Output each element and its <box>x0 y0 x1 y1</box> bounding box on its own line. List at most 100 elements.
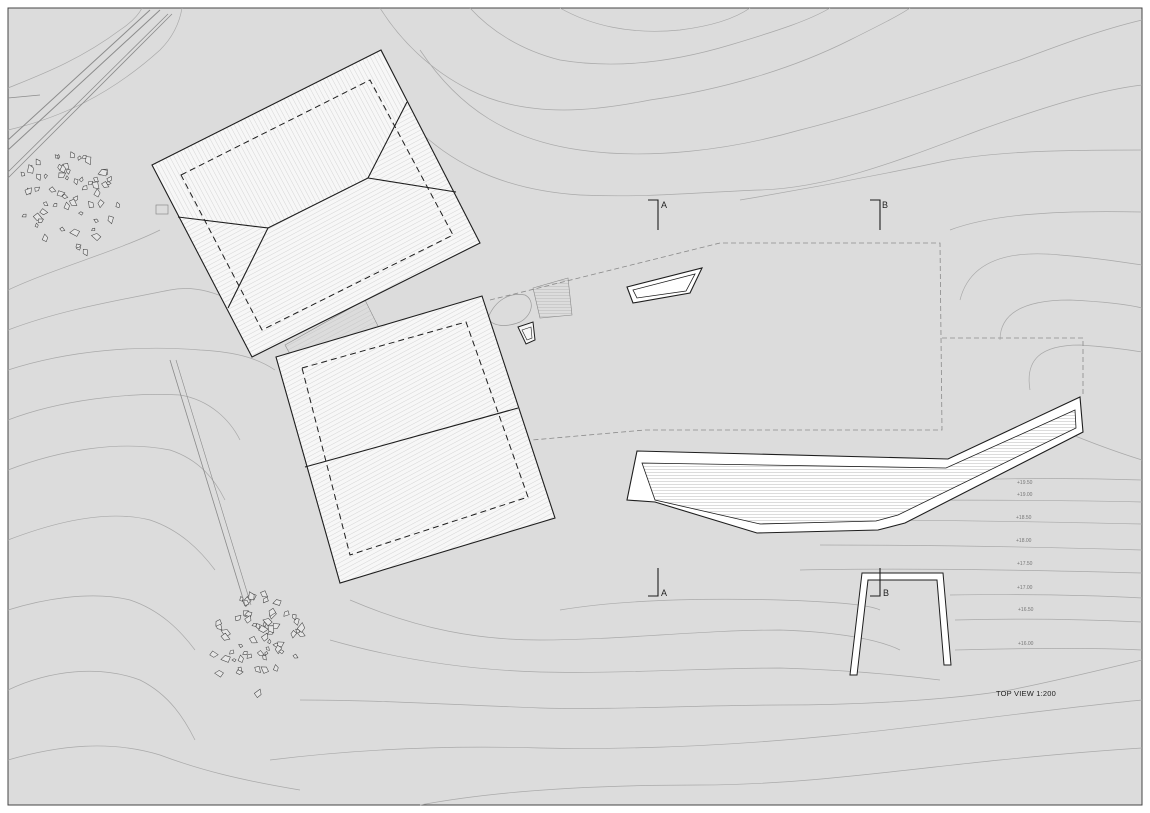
retaining-wall-u <box>849 572 952 676</box>
leaf-mark <box>101 181 110 188</box>
leaf-mark <box>254 666 261 673</box>
leaf-mark <box>268 607 277 617</box>
elevation-label: +19.00 <box>1017 492 1033 498</box>
leaf-mark <box>24 187 32 196</box>
elevation-label: +18.00 <box>1016 538 1032 544</box>
leaf-mark <box>93 176 99 183</box>
leaf-mark <box>21 213 27 218</box>
leaf-mark <box>88 181 94 186</box>
leaf-mark <box>258 625 269 633</box>
footpath <box>169 359 246 606</box>
leaf-mark <box>255 623 261 630</box>
leaf-mark <box>66 168 71 175</box>
outdoor-steps <box>532 277 573 319</box>
leaf-mark <box>264 651 269 656</box>
svg-text:A: A <box>661 588 667 598</box>
small-structure <box>155 204 169 215</box>
leaf-mark <box>65 175 69 181</box>
leaf-mark <box>78 176 84 183</box>
leaf-mark <box>58 172 67 178</box>
svg-text:B: B <box>883 588 889 598</box>
leaf-mark <box>56 190 66 197</box>
leaf-mark <box>292 614 297 621</box>
leaf-mark <box>73 178 79 186</box>
section-marker-a-top: A <box>648 199 667 230</box>
leaf-mark <box>242 651 248 655</box>
road <box>7 9 173 179</box>
elevation-labels: +19.50 +19.00 +18.50 +18.00 +17.50 +17.0… <box>1016 480 1034 647</box>
leaf-mark <box>220 655 231 663</box>
leaf-mark <box>81 155 87 159</box>
leaf-mark <box>296 622 306 633</box>
leaf-mark <box>69 198 78 206</box>
leaf-mark <box>262 655 267 661</box>
leaf-mark <box>214 670 224 678</box>
leaf-mark <box>78 211 84 216</box>
leaf-mark <box>244 614 252 624</box>
svg-text:B: B <box>882 200 888 210</box>
elevation-label: +18.50 <box>1016 515 1032 521</box>
leaf-mark <box>248 591 255 601</box>
leaf-mark <box>292 653 299 659</box>
leaf-mark <box>249 635 258 644</box>
leaf-mark <box>283 610 290 617</box>
leaf-mark <box>267 638 272 645</box>
leaf-mark <box>229 649 235 655</box>
leaf-mark <box>88 200 95 208</box>
section-marker-b-bottom: B <box>870 568 889 598</box>
section-marker-b-top: B <box>870 199 888 230</box>
elevation-label: +17.50 <box>1017 561 1033 567</box>
leaf-mark <box>234 615 242 622</box>
leaf-mark <box>48 186 57 193</box>
leaf-mark <box>260 666 269 674</box>
boulder <box>487 294 532 326</box>
leaf-mark <box>97 199 105 209</box>
leaf-mark <box>209 650 219 658</box>
leaf-mark <box>267 625 275 634</box>
leaf-mark <box>20 171 26 177</box>
leaf-mark <box>238 643 244 648</box>
ground-area <box>7 7 1143 806</box>
leaf-mark <box>260 590 269 598</box>
vegetation-cluster-south <box>209 590 306 699</box>
section-marker-a-bottom: A <box>648 568 667 598</box>
leaf-mark <box>35 158 41 166</box>
leaf-mark <box>75 243 82 248</box>
leaf-mark <box>253 688 262 699</box>
elevation-label: +16.00 <box>1018 641 1034 647</box>
vegetation-cluster-north <box>20 151 121 257</box>
leaf-mark <box>69 151 75 159</box>
leaf-mark <box>274 644 283 655</box>
leaf-mark <box>43 173 48 180</box>
leaf-mark <box>262 622 267 628</box>
leaf-mark <box>237 666 243 672</box>
leaf-mark <box>278 649 285 655</box>
leaf-mark <box>63 201 70 211</box>
leaf-mark <box>34 186 40 192</box>
leaf-mark <box>43 201 49 206</box>
leaf-mark <box>93 218 99 224</box>
leaf-mark <box>97 169 108 177</box>
leaf-mark <box>115 201 121 208</box>
leaf-mark <box>263 596 269 604</box>
leaf-mark <box>39 208 49 216</box>
leaf-mark <box>93 188 101 198</box>
leaf-mark <box>27 164 34 174</box>
building-north-roof <box>151 49 481 358</box>
leaf-mark <box>34 222 39 228</box>
leaf-mark <box>91 227 96 231</box>
leaf-mark <box>215 619 222 627</box>
leaf-mark <box>231 658 237 663</box>
leaf-mark <box>265 646 270 651</box>
long-wall-structure <box>626 396 1084 534</box>
leaf-mark <box>36 173 42 181</box>
leaf-mark <box>81 185 88 191</box>
leaf-mark <box>256 650 265 657</box>
leaf-mark <box>251 623 257 627</box>
leaf-mark <box>37 218 44 223</box>
leaf-mark <box>260 632 269 642</box>
leaf-mark <box>54 154 59 159</box>
leaf-mark <box>220 632 231 641</box>
leaf-mark <box>59 226 66 232</box>
